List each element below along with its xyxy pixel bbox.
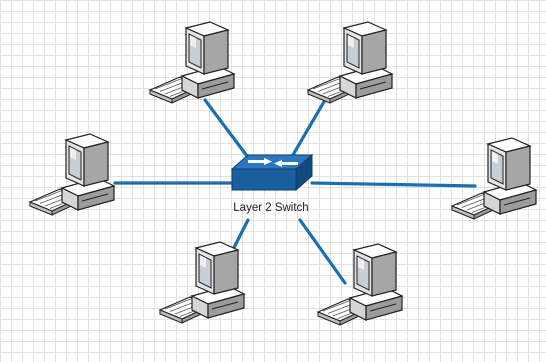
computer-top-left <box>149 21 235 104</box>
computer-right <box>451 137 537 220</box>
switch-label: Layer 2 Switch <box>233 202 308 214</box>
computer-left <box>29 133 115 216</box>
computer-top-right <box>307 21 393 104</box>
link-top-right <box>288 98 327 162</box>
link-top-left <box>203 98 252 162</box>
link-right <box>310 181 477 188</box>
links <box>113 98 477 287</box>
network-switch-icon <box>230 153 314 192</box>
computer-bottom-right <box>317 243 403 326</box>
computer-bottom-left <box>159 241 245 324</box>
link-bottom-right <box>298 218 347 285</box>
